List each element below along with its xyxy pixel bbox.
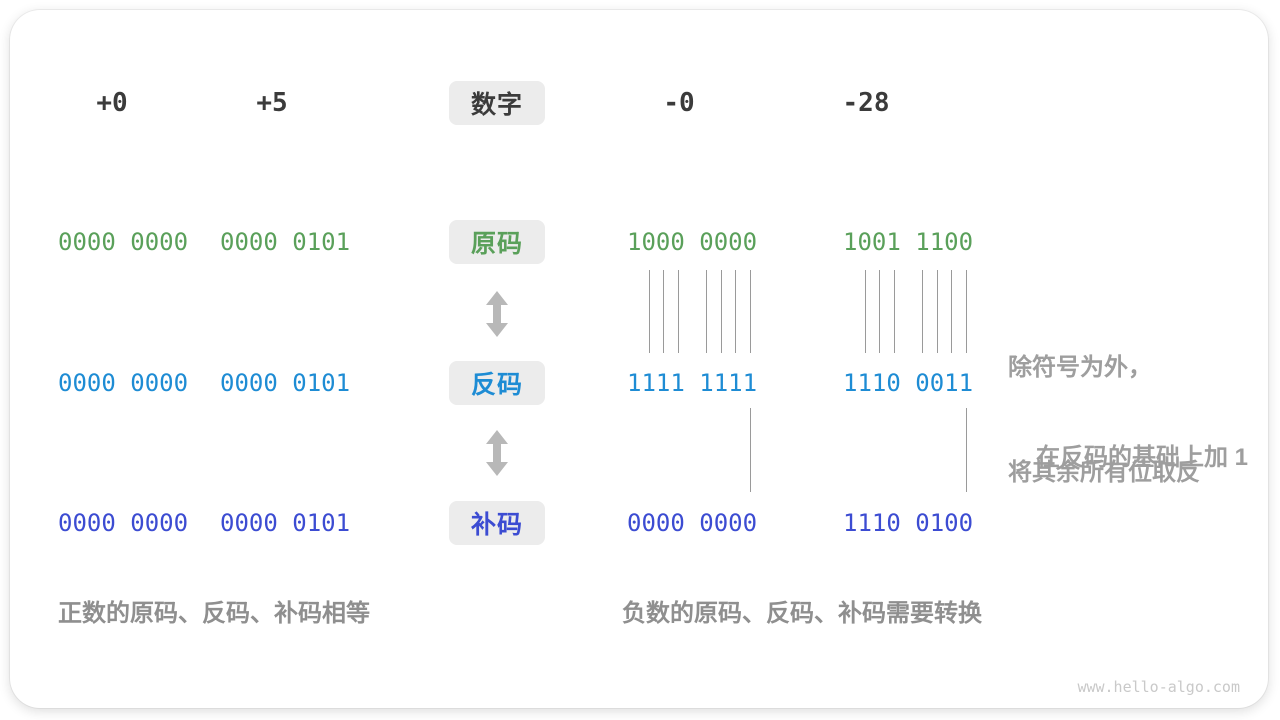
swap-arrow-icon: [486, 430, 508, 476]
bit-connector-line: [749, 270, 751, 353]
add-one-annotation: 在反码的基础上加 1: [1036, 444, 1249, 471]
ones-complement-label-box: 反码: [449, 361, 545, 405]
bit-connector-line: [749, 408, 751, 492]
site-watermark: www.hello-algo.com: [1077, 678, 1240, 696]
bit-connector-line: [893, 270, 895, 353]
twos-complement-label-box: 补码: [449, 501, 545, 545]
bit-connector-line: [922, 270, 924, 353]
sign-magnitude-minus0: 1000 0000: [627, 228, 758, 256]
bit-connector-line: [720, 270, 722, 353]
swap-arrow-icon: [486, 291, 508, 337]
bit-connector-line: [706, 270, 708, 353]
bit-connector-line: [879, 270, 881, 353]
sign-magnitude-label-box: 原码: [449, 220, 545, 264]
header-minus-28: -28: [842, 88, 890, 118]
bit-connector-line: [735, 270, 737, 353]
bit-connector-line: [965, 270, 967, 353]
bit-connector-line: [677, 270, 679, 353]
invert-bits-annotation-line2: 将其余所有位取反: [1008, 459, 1200, 486]
diagram-card: [10, 10, 1268, 708]
header-minus-0: -0: [663, 88, 695, 118]
sign-magnitude-plus0: 0000 0000: [58, 228, 189, 256]
positive-numbers-caption: 正数的原码、反码、补码相等: [58, 600, 370, 627]
twos-complement-plus0: 0000 0000: [58, 509, 189, 537]
invert-bits-annotation: 除符号为外， 将其余所有位取反: [1008, 280, 1200, 525]
ones-complement-minus0: 1111 1111: [627, 369, 758, 397]
ones-complement-plus5: 0000 0101: [220, 369, 351, 397]
sign-magnitude-minus28: 1001 1100: [843, 228, 974, 256]
header-plus-0: +0: [96, 88, 128, 118]
twos-complement-minus28: 1110 0100: [843, 509, 974, 537]
ones-complement-plus0: 0000 0000: [58, 369, 189, 397]
bit-connector-line: [951, 270, 953, 353]
header-plus-5: +5: [256, 88, 288, 118]
twos-complement-minus0: 0000 0000: [627, 509, 758, 537]
bit-connector-line: [864, 270, 866, 353]
twos-complement-plus5: 0000 0101: [220, 509, 351, 537]
bit-connector-line: [965, 408, 967, 492]
sign-magnitude-plus5: 0000 0101: [220, 228, 351, 256]
bit-connector-line: [936, 270, 938, 353]
ones-complement-minus28: 1110 0011: [843, 369, 974, 397]
number-label-box: 数字: [449, 81, 545, 125]
negative-numbers-caption: 负数的原码、反码、补码需要转换: [622, 600, 982, 627]
invert-bits-annotation-line1: 除符号为外，: [1008, 354, 1152, 381]
bit-connector-line: [648, 270, 650, 353]
bit-connector-line: [663, 270, 665, 353]
